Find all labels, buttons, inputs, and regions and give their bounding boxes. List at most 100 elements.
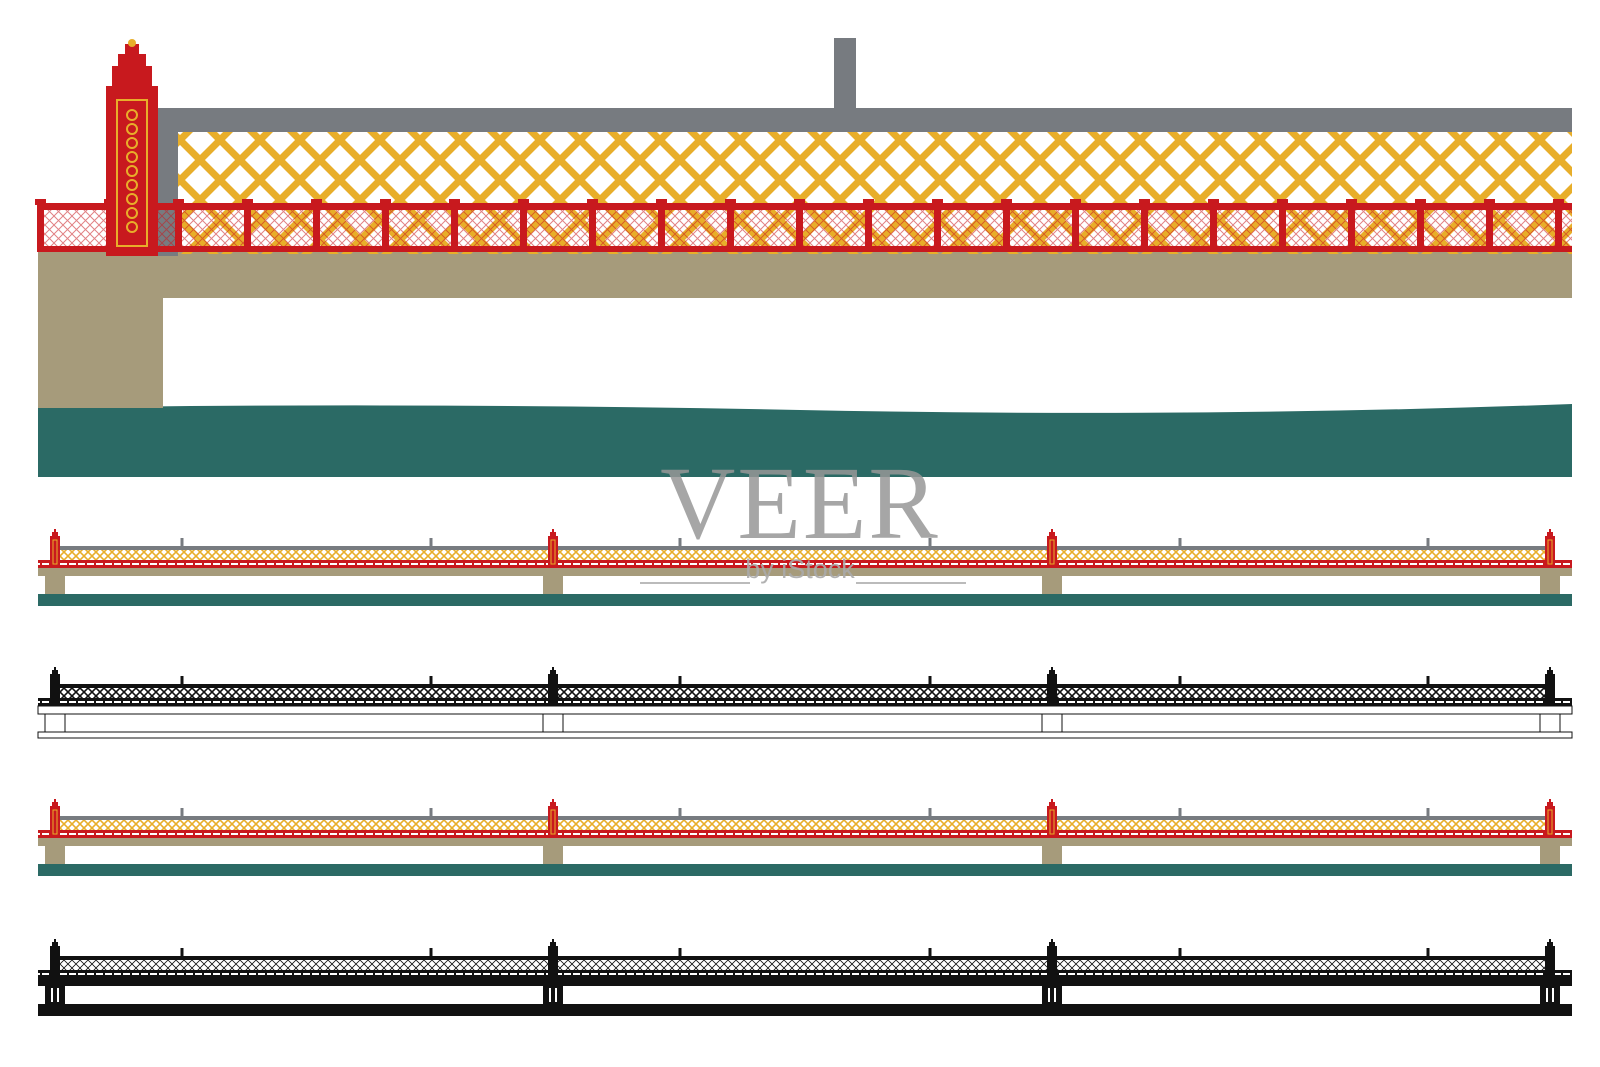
railing-post xyxy=(1415,199,1426,252)
panel-full-color xyxy=(38,529,1572,606)
lattice-truss xyxy=(55,688,1550,700)
pier xyxy=(1540,846,1560,864)
tower xyxy=(548,667,558,706)
panel-detail-color xyxy=(35,38,1572,477)
railing-post xyxy=(173,199,184,252)
railing xyxy=(35,199,1572,252)
railing-post xyxy=(794,199,805,252)
railing-post xyxy=(1484,199,1495,252)
panel-full-color xyxy=(38,799,1572,876)
lamp-post xyxy=(1426,808,1430,817)
tower xyxy=(548,939,558,978)
railing-post xyxy=(1001,199,1012,252)
pier xyxy=(1540,986,1560,1004)
lamp-post xyxy=(1426,538,1430,547)
top-chord xyxy=(55,816,1550,820)
tower xyxy=(1545,799,1555,838)
railing-post xyxy=(1139,199,1150,252)
railing-post xyxy=(863,199,874,252)
tower xyxy=(548,799,558,838)
pier xyxy=(45,576,65,594)
lamp-post xyxy=(928,808,932,817)
water-band xyxy=(38,404,1572,477)
railing-post xyxy=(1553,199,1564,252)
railing-post xyxy=(1346,199,1357,252)
watermark-rule-right xyxy=(856,582,966,584)
tower xyxy=(50,939,60,978)
pier xyxy=(1539,713,1561,733)
lamp-post xyxy=(180,538,184,547)
pier xyxy=(542,713,564,733)
pier xyxy=(1042,846,1062,864)
railing-post xyxy=(380,199,391,252)
railing-post xyxy=(932,199,943,252)
lamp-post xyxy=(1178,676,1182,685)
pier xyxy=(45,846,65,864)
tower xyxy=(1047,529,1057,568)
pier xyxy=(543,986,563,1004)
pier xyxy=(1041,713,1063,733)
tower xyxy=(1047,939,1057,978)
railing-post xyxy=(587,199,598,252)
pier xyxy=(543,576,563,594)
tower xyxy=(1545,939,1555,978)
lamp-post xyxy=(678,538,682,547)
pier xyxy=(543,846,563,864)
panel-full-outline xyxy=(37,667,1573,739)
lamp-post xyxy=(928,676,932,685)
stone-deck xyxy=(38,252,1572,298)
lamp-post xyxy=(180,676,184,685)
tower xyxy=(50,529,60,568)
pier xyxy=(45,986,65,1004)
tower xyxy=(1545,667,1555,706)
pier xyxy=(1042,576,1062,594)
lamp-post xyxy=(429,538,433,547)
railing-post xyxy=(1208,199,1219,252)
watermark-rule-left xyxy=(640,582,750,584)
lamp-post xyxy=(180,948,184,957)
ornamental-tower xyxy=(106,39,158,256)
railing-post xyxy=(242,199,253,252)
lamp-post xyxy=(429,676,433,685)
railing-post xyxy=(1070,199,1081,252)
tower xyxy=(1545,529,1555,568)
top-chord xyxy=(55,684,1550,688)
railing-post xyxy=(449,199,460,252)
railing-post xyxy=(35,199,46,252)
lamp-post xyxy=(429,948,433,957)
lattice-truss xyxy=(55,820,1550,832)
railing-post xyxy=(725,199,736,252)
stone-pier xyxy=(38,292,163,408)
lamp-post xyxy=(928,538,932,547)
lamp-post xyxy=(1426,948,1430,957)
lamp-post xyxy=(1178,948,1182,957)
railing-post xyxy=(311,199,322,252)
pier xyxy=(1540,576,1560,594)
lamp-post xyxy=(429,808,433,817)
lamp-post xyxy=(1178,808,1182,817)
railing-post xyxy=(656,199,667,252)
lamp-post xyxy=(1178,538,1182,547)
lamp-post xyxy=(180,808,184,817)
lattice-truss xyxy=(55,960,1550,972)
lamp-post xyxy=(928,948,932,957)
railing-post xyxy=(518,199,529,252)
lattice-truss xyxy=(55,550,1550,562)
lamp-post xyxy=(678,948,682,957)
tower xyxy=(1047,799,1057,838)
tower xyxy=(50,667,60,706)
railing-post xyxy=(1277,199,1288,252)
panel-full-silhouette xyxy=(38,939,1572,1016)
tower xyxy=(1047,667,1057,706)
top-chord xyxy=(55,546,1550,550)
pier xyxy=(44,713,66,733)
lamp-post xyxy=(834,38,856,112)
tower xyxy=(50,799,60,838)
top-chord xyxy=(158,108,1572,132)
pier xyxy=(1042,986,1062,1004)
tower xyxy=(548,529,558,568)
lamp-post xyxy=(678,676,682,685)
lamp-post xyxy=(1426,676,1430,685)
lamp-post xyxy=(678,808,682,817)
